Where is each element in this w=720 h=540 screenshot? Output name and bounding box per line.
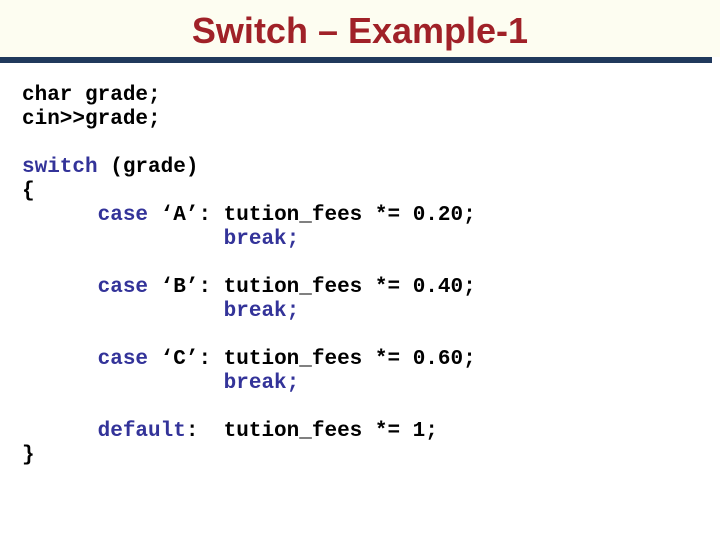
code-area: char grade;cin>>grade; switch (grade){ c… (22, 84, 720, 468)
code-text: ‘C’: tution_fees *= 0.60; (148, 348, 476, 371)
code-text (22, 420, 98, 443)
code-keyword: case (97, 348, 149, 371)
code-keyword: case (97, 276, 149, 299)
code-line (22, 324, 720, 348)
code-line (22, 252, 720, 276)
code-line: case ‘B’: tution_fees *= 0.40; (22, 276, 720, 300)
code-text: char grade; (22, 84, 161, 107)
slide-header: Switch – Example-1 (0, 0, 720, 57)
code-line: { (22, 180, 720, 204)
code-text (22, 204, 98, 227)
code-line (22, 396, 720, 420)
code-text: } (22, 444, 35, 467)
code-text (22, 276, 98, 299)
header-rule (0, 57, 712, 63)
code-line: break; (22, 372, 720, 396)
code-keyword: switch (22, 156, 98, 179)
code-text: : tution_fees *= 1; (185, 420, 438, 443)
code-line: char grade; (22, 84, 720, 108)
code-text (22, 348, 98, 371)
code-text: ‘A’: tution_fees *= 0.20; (148, 204, 476, 227)
slide-title: Switch – Example-1 (191, 9, 529, 51)
code-keyword: break; (223, 372, 300, 395)
code-line: switch (grade) (22, 156, 720, 180)
code-line: cin>>grade; (22, 108, 720, 132)
code-text (22, 300, 224, 323)
code-text (22, 228, 224, 251)
code-keyword: break; (223, 300, 300, 323)
code-line: break; (22, 228, 720, 252)
code-keyword: break; (223, 228, 300, 251)
code-text: (grade) (97, 156, 199, 179)
code-line: break; (22, 300, 720, 324)
code-keyword: default (97, 420, 186, 443)
code-text: { (22, 180, 35, 203)
code-line: default: tution_fees *= 1; (22, 420, 720, 444)
code-line (22, 132, 720, 156)
code-block: char grade;cin>>grade; switch (grade){ c… (22, 84, 720, 468)
code-text: cin>>grade; (22, 108, 161, 131)
code-line: case ‘A’: tution_fees *= 0.20; (22, 204, 720, 228)
code-line: } (22, 444, 720, 468)
code-text (22, 372, 224, 395)
code-line: case ‘C’: tution_fees *= 0.60; (22, 348, 720, 372)
code-text: ‘B’: tution_fees *= 0.40; (148, 276, 476, 299)
code-keyword: case (97, 204, 149, 227)
